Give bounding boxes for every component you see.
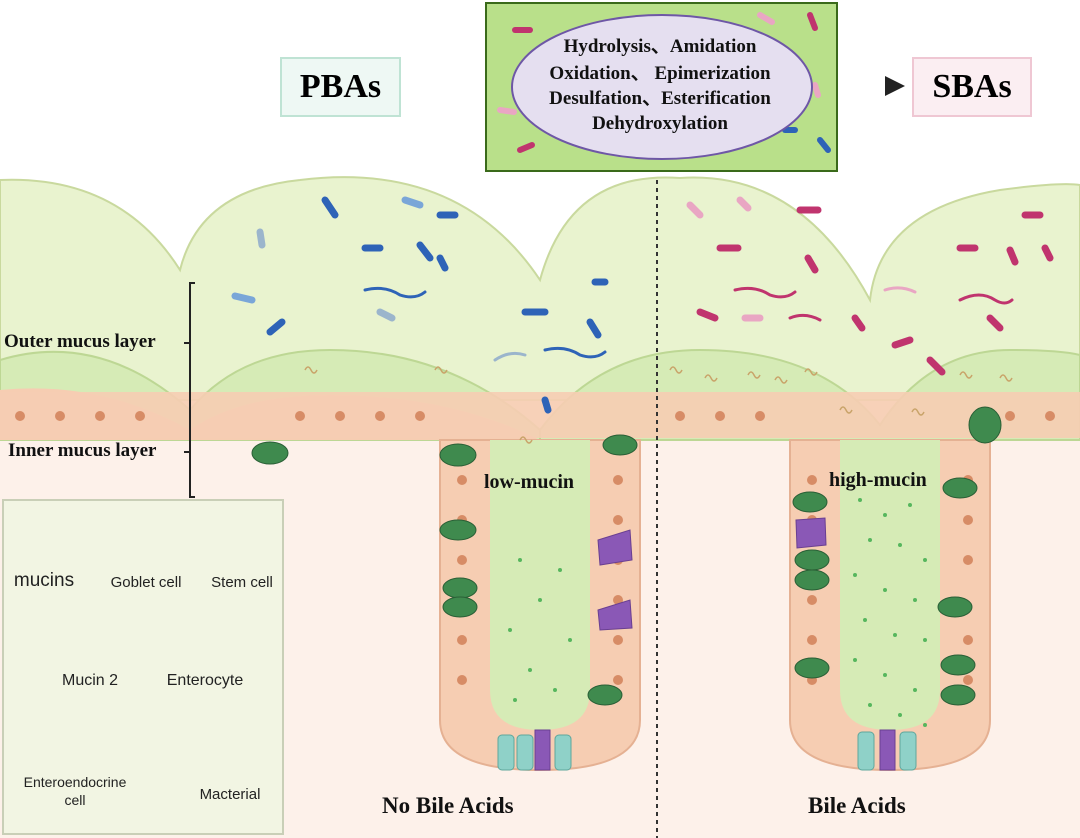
- stem-cells: [497, 731, 917, 771]
- inner-mucus-label: Inner mucus layer: [8, 440, 157, 461]
- bacteria-right: [686, 196, 1054, 376]
- process-line-4: Dehydroxylation: [592, 113, 728, 134]
- legend-bacteria-label: Macterial: [199, 786, 261, 803]
- legend-enterocyte-label: Enterocyte: [166, 672, 244, 689]
- process-line-2: Oxidation、 Epimerization: [549, 63, 771, 84]
- mucin-dots-left: [508, 558, 572, 702]
- pbas-box: PBAs: [280, 57, 401, 117]
- mucin2-fragments: [304, 366, 1013, 444]
- sbas-box: SBAs: [912, 57, 1032, 117]
- low-mucin-label: low-mucin: [484, 471, 574, 493]
- process-line-3: Desulfation、Esterification: [549, 88, 771, 109]
- outer-mucus-label: Outer mucus layer: [4, 331, 156, 352]
- outer-mucus-layer: [0, 176, 1080, 401]
- high-mucin-label: high-mucin: [829, 469, 927, 491]
- legend-goblet-label: Goblet cell: [110, 574, 182, 591]
- goblet-cells-right: [792, 406, 1002, 706]
- legend-mucins-label: mucins: [13, 570, 75, 591]
- layer-bracket: [184, 282, 195, 498]
- legend-mucin2-label: Mucin 2: [61, 672, 119, 689]
- legend-box: [2, 499, 284, 835]
- legend-enteroendocrine-label-2: cell: [64, 792, 86, 808]
- legend-stem-label: Stem cell: [211, 574, 273, 591]
- epithelium-surface: [0, 392, 1080, 438]
- arrow-head: [885, 76, 905, 96]
- crypt-right-lumen: [840, 440, 940, 730]
- crypt-left-lumen: [490, 440, 590, 730]
- goblet-cells-left: [251, 434, 638, 706]
- bile-acids-label: Bile Acids: [808, 793, 906, 818]
- enteroendocrine-cells: [534, 517, 896, 771]
- bacteria-left: [231, 196, 609, 414]
- legend-enteroendocrine-label-1: Enteroendocrine: [23, 774, 127, 790]
- process-line-1: Hydrolysis、Amidation: [563, 36, 757, 57]
- epithelium-nuclei: [15, 411, 1055, 421]
- no-bile-acids-label: No Bile Acids: [382, 793, 514, 818]
- mucin-dots-right: [853, 498, 927, 727]
- process-box-bacteria: [497, 12, 831, 153]
